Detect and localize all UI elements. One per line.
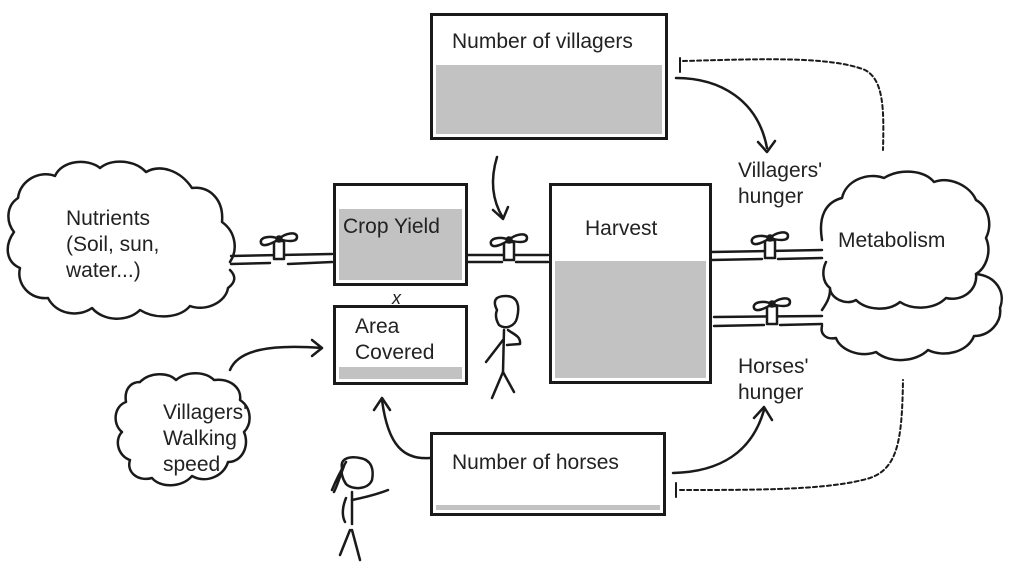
stock-crop-yield[interactable]: Crop Yield [333, 183, 468, 286]
metabolism-cloud-lower-lobe [820, 272, 1003, 362]
arrow-icon [491, 155, 510, 221]
stock-label: Harvest [585, 217, 658, 240]
stock-level-fill [339, 366, 462, 379]
horses-hunger-label: Horses' hunger [738, 355, 809, 404]
arrow-icon [228, 338, 324, 372]
stock-level-fill [436, 504, 660, 510]
nutrients-cloud [6, 160, 236, 320]
stock-harvest[interactable]: Harvest [549, 183, 712, 384]
valve-icon[interactable] [752, 297, 792, 326]
villagers-hunger-label: Villagers' hunger [738, 159, 823, 208]
multiply-operator: x [392, 288, 401, 308]
walking-speed-label: Villagers' Walking speed [163, 401, 248, 476]
walking-speed-cloud [114, 372, 251, 487]
stock-number-of-villagers[interactable]: Number of villagers [430, 13, 668, 140]
stock-level-fill [555, 260, 706, 378]
stock-number-of-horses[interactable]: Number of horses [430, 432, 666, 516]
arrow-icon [671, 405, 774, 475]
stick-figure-villager-icon [484, 294, 522, 400]
stock-label: Area Covered [355, 315, 435, 364]
metabolism-label: Metabolism [838, 229, 946, 252]
stock-level-fill [436, 65, 662, 134]
stock-level-fill [339, 209, 462, 280]
stock-label: Number of villagers [452, 30, 633, 53]
arrow-icon [372, 396, 432, 460]
stock-label: Crop Yield [343, 215, 440, 238]
valve-icon[interactable] [259, 232, 299, 261]
stock-area-covered[interactable]: Area Covered [333, 305, 468, 385]
arrow-icon [674, 76, 777, 154]
metabolism-cloud [819, 170, 991, 310]
nutrients-label: Nutrients (Soil, sun, water...) [66, 207, 160, 282]
inhibitor-link-metabolism-to-villagers [679, 57, 885, 151]
stock-label: Number of horses [452, 451, 619, 474]
valve-icon[interactable] [750, 231, 790, 260]
stick-figure-villager-ponytail-icon [330, 456, 390, 562]
inhibitor-link-metabolism-to-horses [675, 379, 904, 498]
valve-icon[interactable] [489, 233, 529, 262]
